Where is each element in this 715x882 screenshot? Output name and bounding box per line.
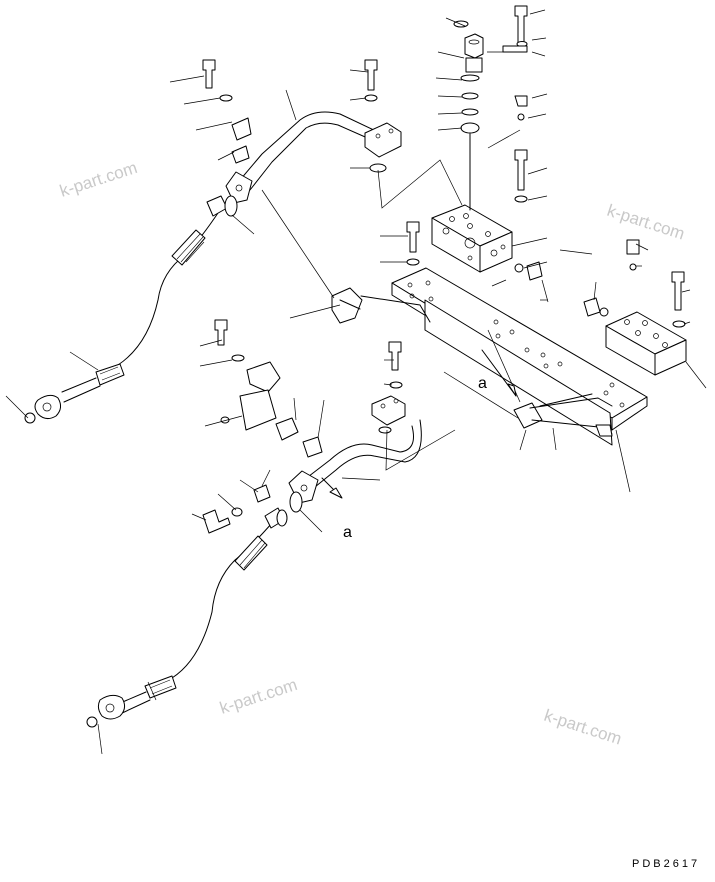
valve-block-upper <box>431 204 513 273</box>
clamp-bracket-lower <box>239 361 323 503</box>
view-label-a: a <box>478 375 487 392</box>
leader-lines <box>5 9 707 755</box>
reference-lines <box>261 129 521 481</box>
fitting-stack <box>453 20 484 211</box>
mounting-bracket <box>391 267 648 446</box>
view-arrows <box>321 349 517 499</box>
watermark: k-part.com <box>57 158 139 201</box>
clamp-bracket-upper <box>231 117 431 324</box>
hose-upper <box>34 195 228 420</box>
watermark: k-part.com <box>605 201 687 244</box>
drawing-code: PDB2617 <box>632 858 700 870</box>
watermark: k-part.com <box>542 706 624 749</box>
view-label-a-lower: a <box>343 524 352 541</box>
pipe-lower <box>288 395 422 504</box>
watermark: k-part.com <box>217 675 299 718</box>
bolt-set <box>24 5 686 728</box>
pipe-upper <box>225 111 402 204</box>
valve-block-right <box>605 311 687 376</box>
lever-assembly <box>513 393 613 437</box>
